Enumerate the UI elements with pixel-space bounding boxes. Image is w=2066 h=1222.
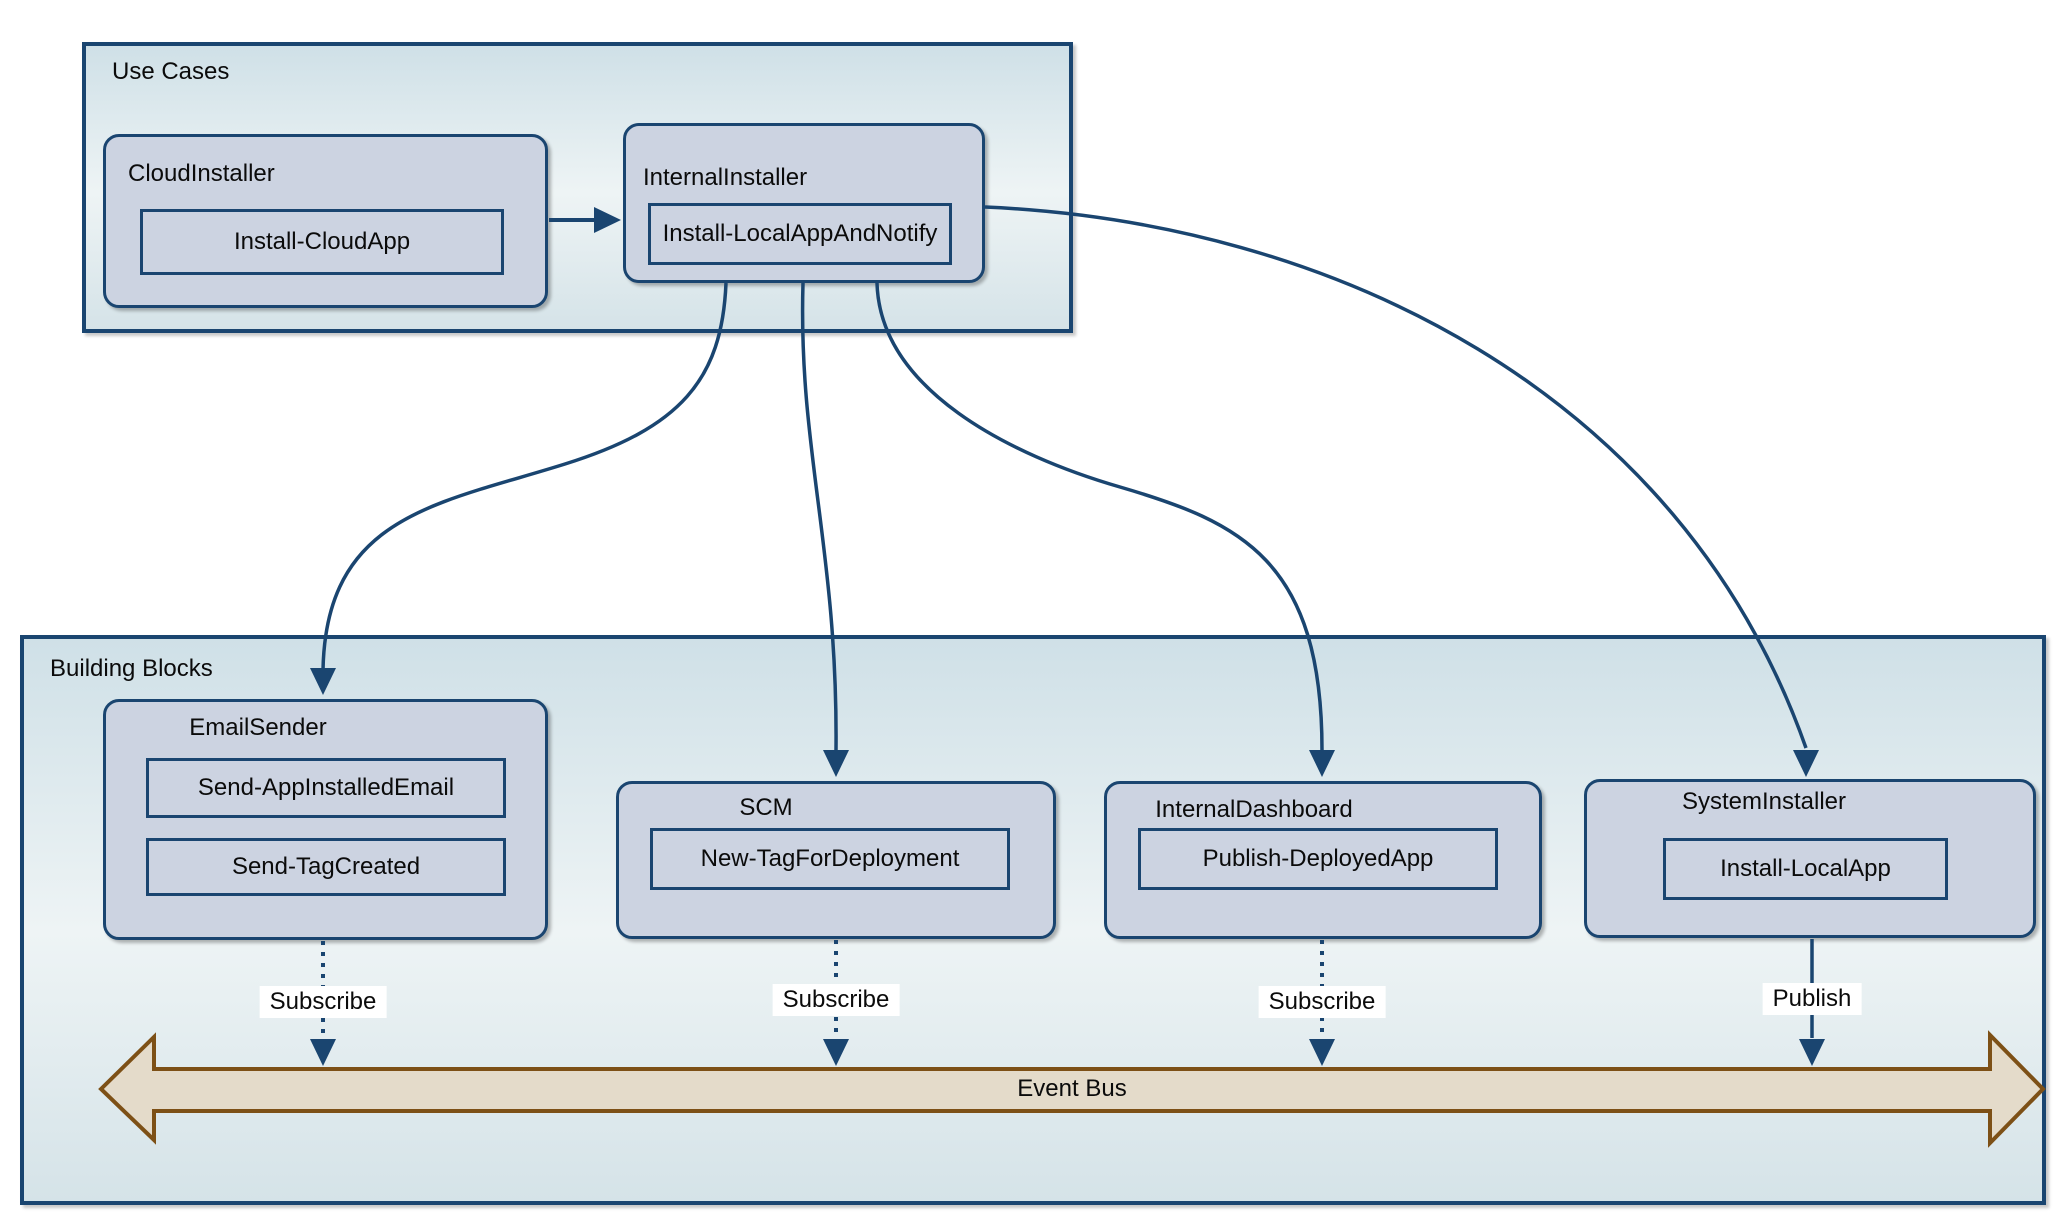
building-blocks-title: Building Blocks: [50, 655, 213, 682]
publish-label-systeminstaller: Publish: [1762, 983, 1862, 1015]
subscribe-label-emailsender: Subscribe: [259, 986, 387, 1018]
publish-deployedapp-operation: Publish-DeployedApp: [1138, 828, 1498, 890]
cloudinstaller-label: CloudInstaller: [128, 160, 275, 187]
subscribe-label-internaldashboard: Subscribe: [1258, 986, 1386, 1018]
send-appinstalledemail-operation: Send-AppInstalledEmail: [146, 758, 506, 818]
install-localapp-operation: Install-LocalApp: [1663, 838, 1948, 900]
systeminstaller-node: [1584, 779, 2036, 938]
edge-internalinstaller-emailsender: [321, 282, 728, 671]
new-tagfordeployment-operation: New-TagForDeployment: [650, 828, 1010, 890]
emailsender-node: [103, 699, 548, 940]
internalinstaller-label: InternalInstaller: [643, 164, 808, 191]
install-cloudapp-operation: Install-CloudApp: [140, 209, 504, 275]
send-tagcreated-operation: Send-TagCreated: [146, 838, 506, 896]
internaldashboard-label: InternalDashboard: [1155, 796, 1353, 823]
emailsender-label: EmailSender: [189, 714, 327, 741]
use-cases-title: Use Cases: [112, 58, 230, 85]
systeminstaller-label: SystemInstaller: [1681, 788, 1847, 815]
install-localappandnotify-operation: Install-LocalAppAndNotify: [648, 203, 952, 265]
subscribe-label-scm: Subscribe: [772, 984, 900, 1016]
scm-label: SCM: [739, 794, 793, 821]
event-bus-label: Event Bus: [1017, 1075, 1127, 1102]
